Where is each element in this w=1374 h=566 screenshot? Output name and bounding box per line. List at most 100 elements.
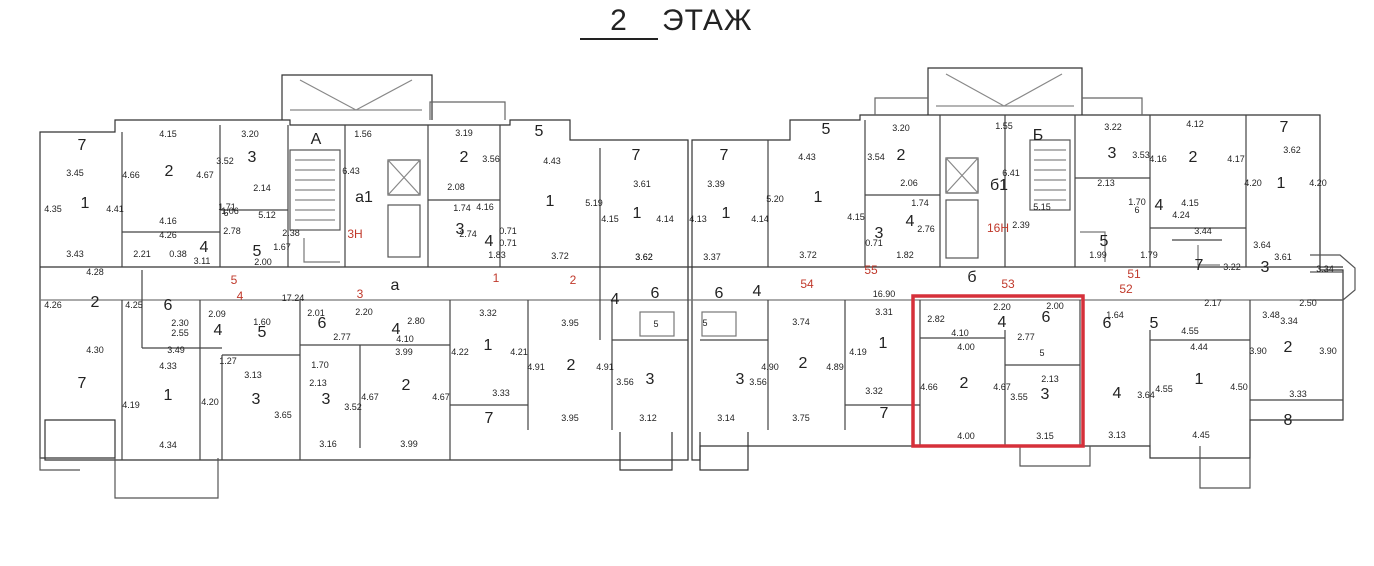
apartment-number: 3 — [357, 287, 364, 301]
room-number: 4 — [998, 314, 1007, 331]
room-number: 7 — [720, 147, 729, 164]
room-number: 5 — [1039, 348, 1044, 358]
highlighted-apartment[interactable] — [911, 294, 1085, 448]
room-dimension: 3.65 — [274, 410, 292, 420]
room-number: 4 — [214, 322, 223, 339]
room-dimension: 4.15 — [847, 212, 865, 222]
room-number: 7 — [78, 137, 87, 154]
room-dimension: 3.39 — [707, 179, 725, 189]
room-dimension: 2.09 — [208, 309, 226, 319]
room-dimension: 4.24 — [1172, 210, 1190, 220]
room-dimension: 4.67 — [432, 392, 450, 402]
room-dimension: 3.45 — [66, 168, 84, 178]
room-number: 1 — [633, 205, 642, 222]
room-dimension: 2.01 — [307, 308, 325, 318]
room-dimension: 4.67 — [993, 382, 1011, 392]
room-dimension: 4.89 — [826, 362, 844, 372]
room-number: 4 — [200, 239, 209, 256]
room-dimension: 4.15 — [1181, 198, 1199, 208]
room-dimension: 17.24 — [282, 293, 305, 303]
room-dimension: 1.56 — [354, 129, 372, 139]
room-number: 4 — [611, 291, 620, 308]
room-dimension: 0.71 — [499, 226, 517, 236]
room-dimension: 1.70 — [311, 360, 329, 370]
room-dimension: 2.20 — [355, 307, 373, 317]
room-number: 3 — [456, 221, 465, 238]
room-dimension: 5.20 — [766, 194, 784, 204]
room-number: 1 — [722, 205, 731, 222]
room-dimension: 3.95 — [561, 413, 579, 423]
room-dimension: 4.44 — [1190, 342, 1208, 352]
floor-number: 2 — [580, 4, 658, 40]
room-dimension: 4.10 — [951, 328, 969, 338]
room-dimension: 4.67 — [361, 392, 379, 402]
room-dimension: 1.67 — [273, 242, 291, 252]
building-walls — [39, 67, 1356, 499]
apartment-number: 16Н — [987, 221, 1009, 235]
room-dimension: 3.22 — [1223, 262, 1241, 272]
room-number: 5 — [258, 324, 267, 341]
room-dimension: 1.74 — [453, 203, 471, 213]
room-number: 5 — [535, 123, 544, 140]
room-dimension: 4.35 — [44, 204, 62, 214]
room-dimension: 4.90 — [761, 362, 779, 372]
room-dimension: 2.50 — [1299, 298, 1317, 308]
room-number: 3 — [1261, 259, 1270, 276]
apartment-number: 52 — [1119, 282, 1133, 296]
room-dimension: 4.67 — [196, 170, 214, 180]
room-number: 3 — [322, 391, 331, 408]
right-wing-outline — [691, 114, 1344, 461]
room-number: Б — [1033, 127, 1044, 144]
room-dimension: 3.34 — [1316, 264, 1334, 274]
room-dimension: 4.43 — [543, 156, 561, 166]
apartment-number: 54 — [800, 277, 814, 291]
apartment-number: 1 — [493, 271, 500, 285]
room-dimension: 4.19 — [849, 347, 867, 357]
bottom-bays — [619, 432, 749, 471]
room-dimension: 4.26 — [159, 230, 177, 240]
room-dimension: 3.90 — [1249, 346, 1267, 356]
room-number: 3 — [736, 371, 745, 388]
room-number: 6 — [1103, 315, 1112, 332]
room-dimension: 4.13 — [689, 214, 707, 224]
room-dimension: 2.17 — [1204, 298, 1222, 308]
room-dimension: 4.00 — [957, 342, 975, 352]
room-dimension: 3.95 — [561, 318, 579, 328]
room-number: a1 — [355, 189, 373, 206]
room-dimension: 4.66 — [122, 170, 140, 180]
room-number: 3 — [875, 225, 884, 242]
room-dimension: 3.48 — [1262, 310, 1280, 320]
room-dimension: 2.77 — [333, 332, 351, 342]
room-number: 7 — [78, 375, 87, 392]
room-dimension: 1.71 — [218, 202, 236, 212]
room-dimension: 3.11 — [194, 256, 211, 266]
room-dimension: 3.20 — [892, 123, 910, 133]
room-dimension: 2.20 — [993, 302, 1011, 312]
room-dimension: 16.90 — [873, 289, 896, 299]
room-dimension: 4.25 — [125, 300, 143, 310]
room-dimension: 2.77 — [1017, 332, 1035, 342]
room-number: 1 — [484, 337, 493, 354]
room-number: 6 — [164, 297, 173, 314]
room-number: 2 — [165, 163, 174, 180]
room-number: 6 — [1042, 309, 1051, 326]
balcony-top-right — [927, 67, 1083, 115]
room-dimension: 3.64 — [1137, 390, 1155, 400]
room-number: 1 — [1195, 371, 1204, 388]
room-number: 3 — [1108, 145, 1117, 162]
room-number: 4 — [1155, 197, 1164, 214]
room-dimension: 4.16 — [1149, 154, 1167, 164]
room-number: 7 — [1280, 119, 1289, 136]
room-number: 4 — [906, 213, 915, 230]
room-dimension: 2.55 — [171, 328, 189, 338]
room-dimension: 3.33 — [492, 388, 510, 398]
room-dimension: 1.99 — [1089, 250, 1107, 260]
room-dimension: 4.17 — [1227, 154, 1245, 164]
room-dimension: 3.61 — [633, 179, 651, 189]
room-number: 2 — [1284, 339, 1293, 356]
room-dimension: 1.74 — [911, 198, 929, 208]
room-dimension: 3.62 — [635, 252, 653, 262]
apartment-number: 53 — [1001, 277, 1015, 291]
room-dimension: 4.34 — [159, 440, 177, 450]
